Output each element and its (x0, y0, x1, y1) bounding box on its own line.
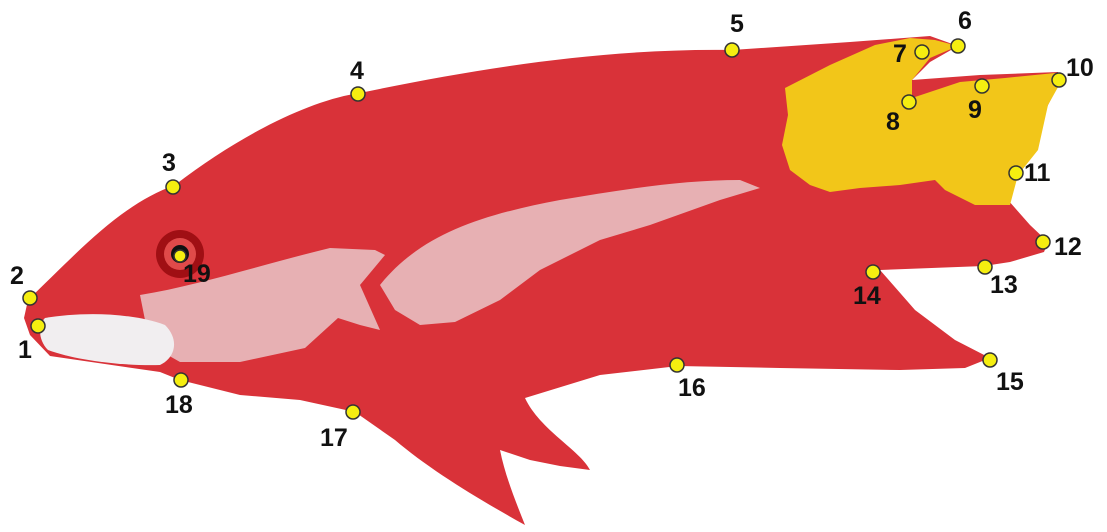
landmark-label: 19 (183, 260, 211, 288)
landmark-label: 1 (18, 336, 32, 364)
landmark-4: 4 (350, 57, 365, 101)
landmark-label: 5 (730, 10, 744, 38)
landmark-label: 4 (350, 57, 364, 85)
landmark-label: 7 (893, 40, 907, 68)
landmark-label: 2 (10, 262, 24, 290)
landmark-label: 6 (958, 7, 972, 35)
landmark-label: 10 (1066, 54, 1094, 82)
landmark-label: 15 (996, 368, 1024, 396)
landmark-label: 12 (1054, 233, 1082, 261)
landmark-label: 14 (853, 282, 881, 310)
landmark-label: 8 (886, 108, 900, 136)
landmark-label: 9 (968, 96, 982, 124)
landmark-label: 13 (990, 271, 1018, 299)
landmark-label: 17 (320, 424, 348, 452)
landmark-label: 3 (162, 149, 176, 177)
landmark-label: 16 (678, 374, 706, 402)
landmark-label: 18 (165, 391, 193, 419)
landmark-label: 11 (1024, 159, 1051, 187)
